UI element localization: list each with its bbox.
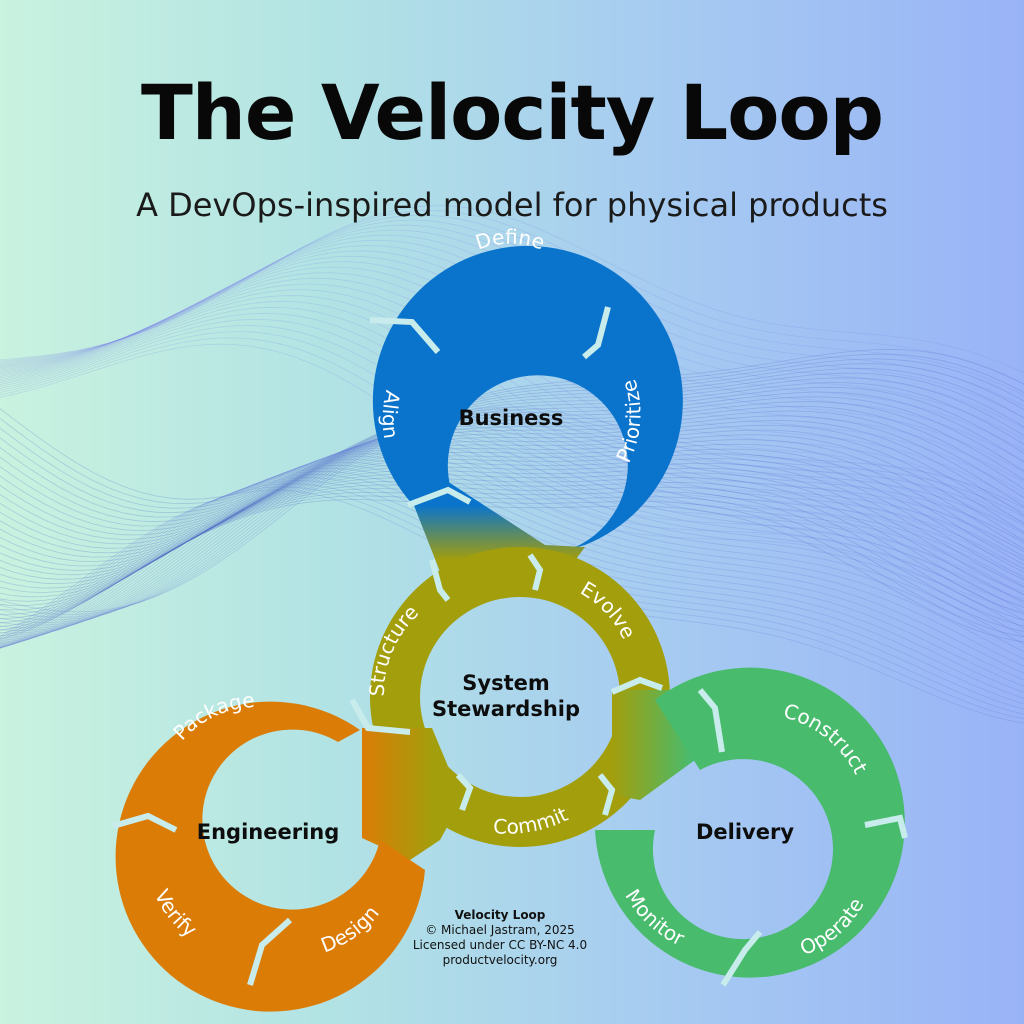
wave-line: [0, 461, 1024, 674]
wave-line: [0, 477, 1024, 620]
hub-delivery: Delivery: [696, 820, 794, 844]
wave-line: [0, 458, 1024, 602]
wave-line: [0, 382, 1024, 532]
wave-line: [0, 348, 1024, 500]
credits-license: Licensed under CC BY-NC 4.0: [412, 938, 588, 952]
wave-line: [0, 417, 1024, 624]
wave-line: [0, 424, 1024, 571]
wave-line: [0, 353, 1024, 505]
engineering-ring: [115, 701, 425, 1012]
wave-line: [0, 453, 1024, 598]
wave-line: [0, 372, 1024, 523]
wave-line: [0, 459, 1024, 667]
wave-line: [0, 386, 1024, 536]
wave-line: [0, 480, 1024, 624]
segment-dividers: [112, 306, 908, 987]
wave-line: [0, 391, 1024, 540]
wave-line: [0, 463, 1024, 606]
wave-line: [0, 367, 1024, 518]
wave-line: [0, 419, 1024, 626]
wave-line: [0, 439, 1024, 585]
hub-engineering: Engineering: [197, 820, 340, 844]
wave-line: [0, 430, 1024, 636]
wave-line: [0, 429, 1024, 576]
wave-line: [0, 312, 1024, 577]
credits-copyright: © Michael Jastram, 2025: [425, 923, 575, 937]
wave-line: [0, 447, 1024, 647]
wave-line: [0, 438, 1024, 643]
wave-line: [0, 306, 1024, 569]
credits-website: productvelocity.org: [442, 953, 558, 967]
engineering-loop: [115, 701, 425, 1012]
stage-align: Align: [378, 388, 406, 440]
wave-line: [0, 331, 1024, 600]
wave-line: [0, 343, 1024, 613]
wave-line: [0, 219, 1024, 407]
wave-line: [0, 410, 1024, 558]
wave-line: [0, 325, 1024, 593]
wave-line: [0, 448, 1024, 593]
wave-line: [0, 465, 1024, 681]
wave-line: [0, 441, 1024, 645]
wave-line: [0, 425, 1024, 631]
credits-title: Velocity Loop: [454, 908, 546, 922]
wave-line: [0, 456, 1024, 660]
wave-line: [0, 436, 1024, 641]
wave-line: [0, 488, 1024, 631]
wave-line: [0, 415, 1024, 563]
wave-line: [0, 411, 1024, 618]
wave-line: [0, 444, 1024, 646]
wave-line: [0, 472, 1024, 615]
hub-business: Business: [459, 406, 564, 430]
wave-line: [0, 300, 1024, 560]
wave-line: [0, 450, 1024, 648]
wave-line: [0, 318, 1024, 585]
wave-line: [0, 433, 1024, 639]
wave-line: [0, 414, 1024, 621]
stewardship-loop: [362, 547, 710, 860]
wave-line: [0, 499, 1024, 643]
wave-line: [0, 453, 1024, 653]
hub-stewardship-line1: System: [462, 671, 549, 695]
wave-line: [0, 422, 1024, 629]
credits-block: Velocity Loop © Michael Jastram, 2025 Li…: [400, 908, 600, 968]
wave-line: [0, 443, 1024, 589]
wave-line: [0, 377, 1024, 527]
wave-line: [0, 363, 1024, 514]
delivery-ring: [595, 667, 905, 978]
wave-line: [0, 205, 1024, 374]
wave-line: [0, 420, 1024, 567]
wave-line: [0, 214, 1024, 396]
delivery-loop: [595, 667, 905, 978]
wave-line: [0, 495, 1024, 638]
wave-line: [0, 337, 1024, 607]
wave-line: [0, 434, 1024, 580]
wave-line: [0, 209, 1024, 385]
page-title: The Velocity Loop: [140, 68, 884, 157]
wave-line: [0, 358, 1024, 509]
wave-line: [0, 396, 1024, 545]
wave-line: [0, 295, 1024, 551]
stewardship-engineering-link: [362, 728, 462, 860]
wave-line: [0, 484, 1024, 628]
page-subtitle: A DevOps-inspired model for physical pro…: [136, 186, 888, 224]
wave-line: [0, 401, 1024, 549]
wave-line: [0, 409, 1024, 615]
wave-line: [0, 405, 1024, 554]
hub-stewardship-line2: Stewardship: [432, 697, 580, 721]
wave-line: [0, 491, 1024, 634]
wave-line: [0, 467, 1024, 611]
wave-line: [0, 406, 1024, 613]
wave-line: [0, 427, 1024, 634]
